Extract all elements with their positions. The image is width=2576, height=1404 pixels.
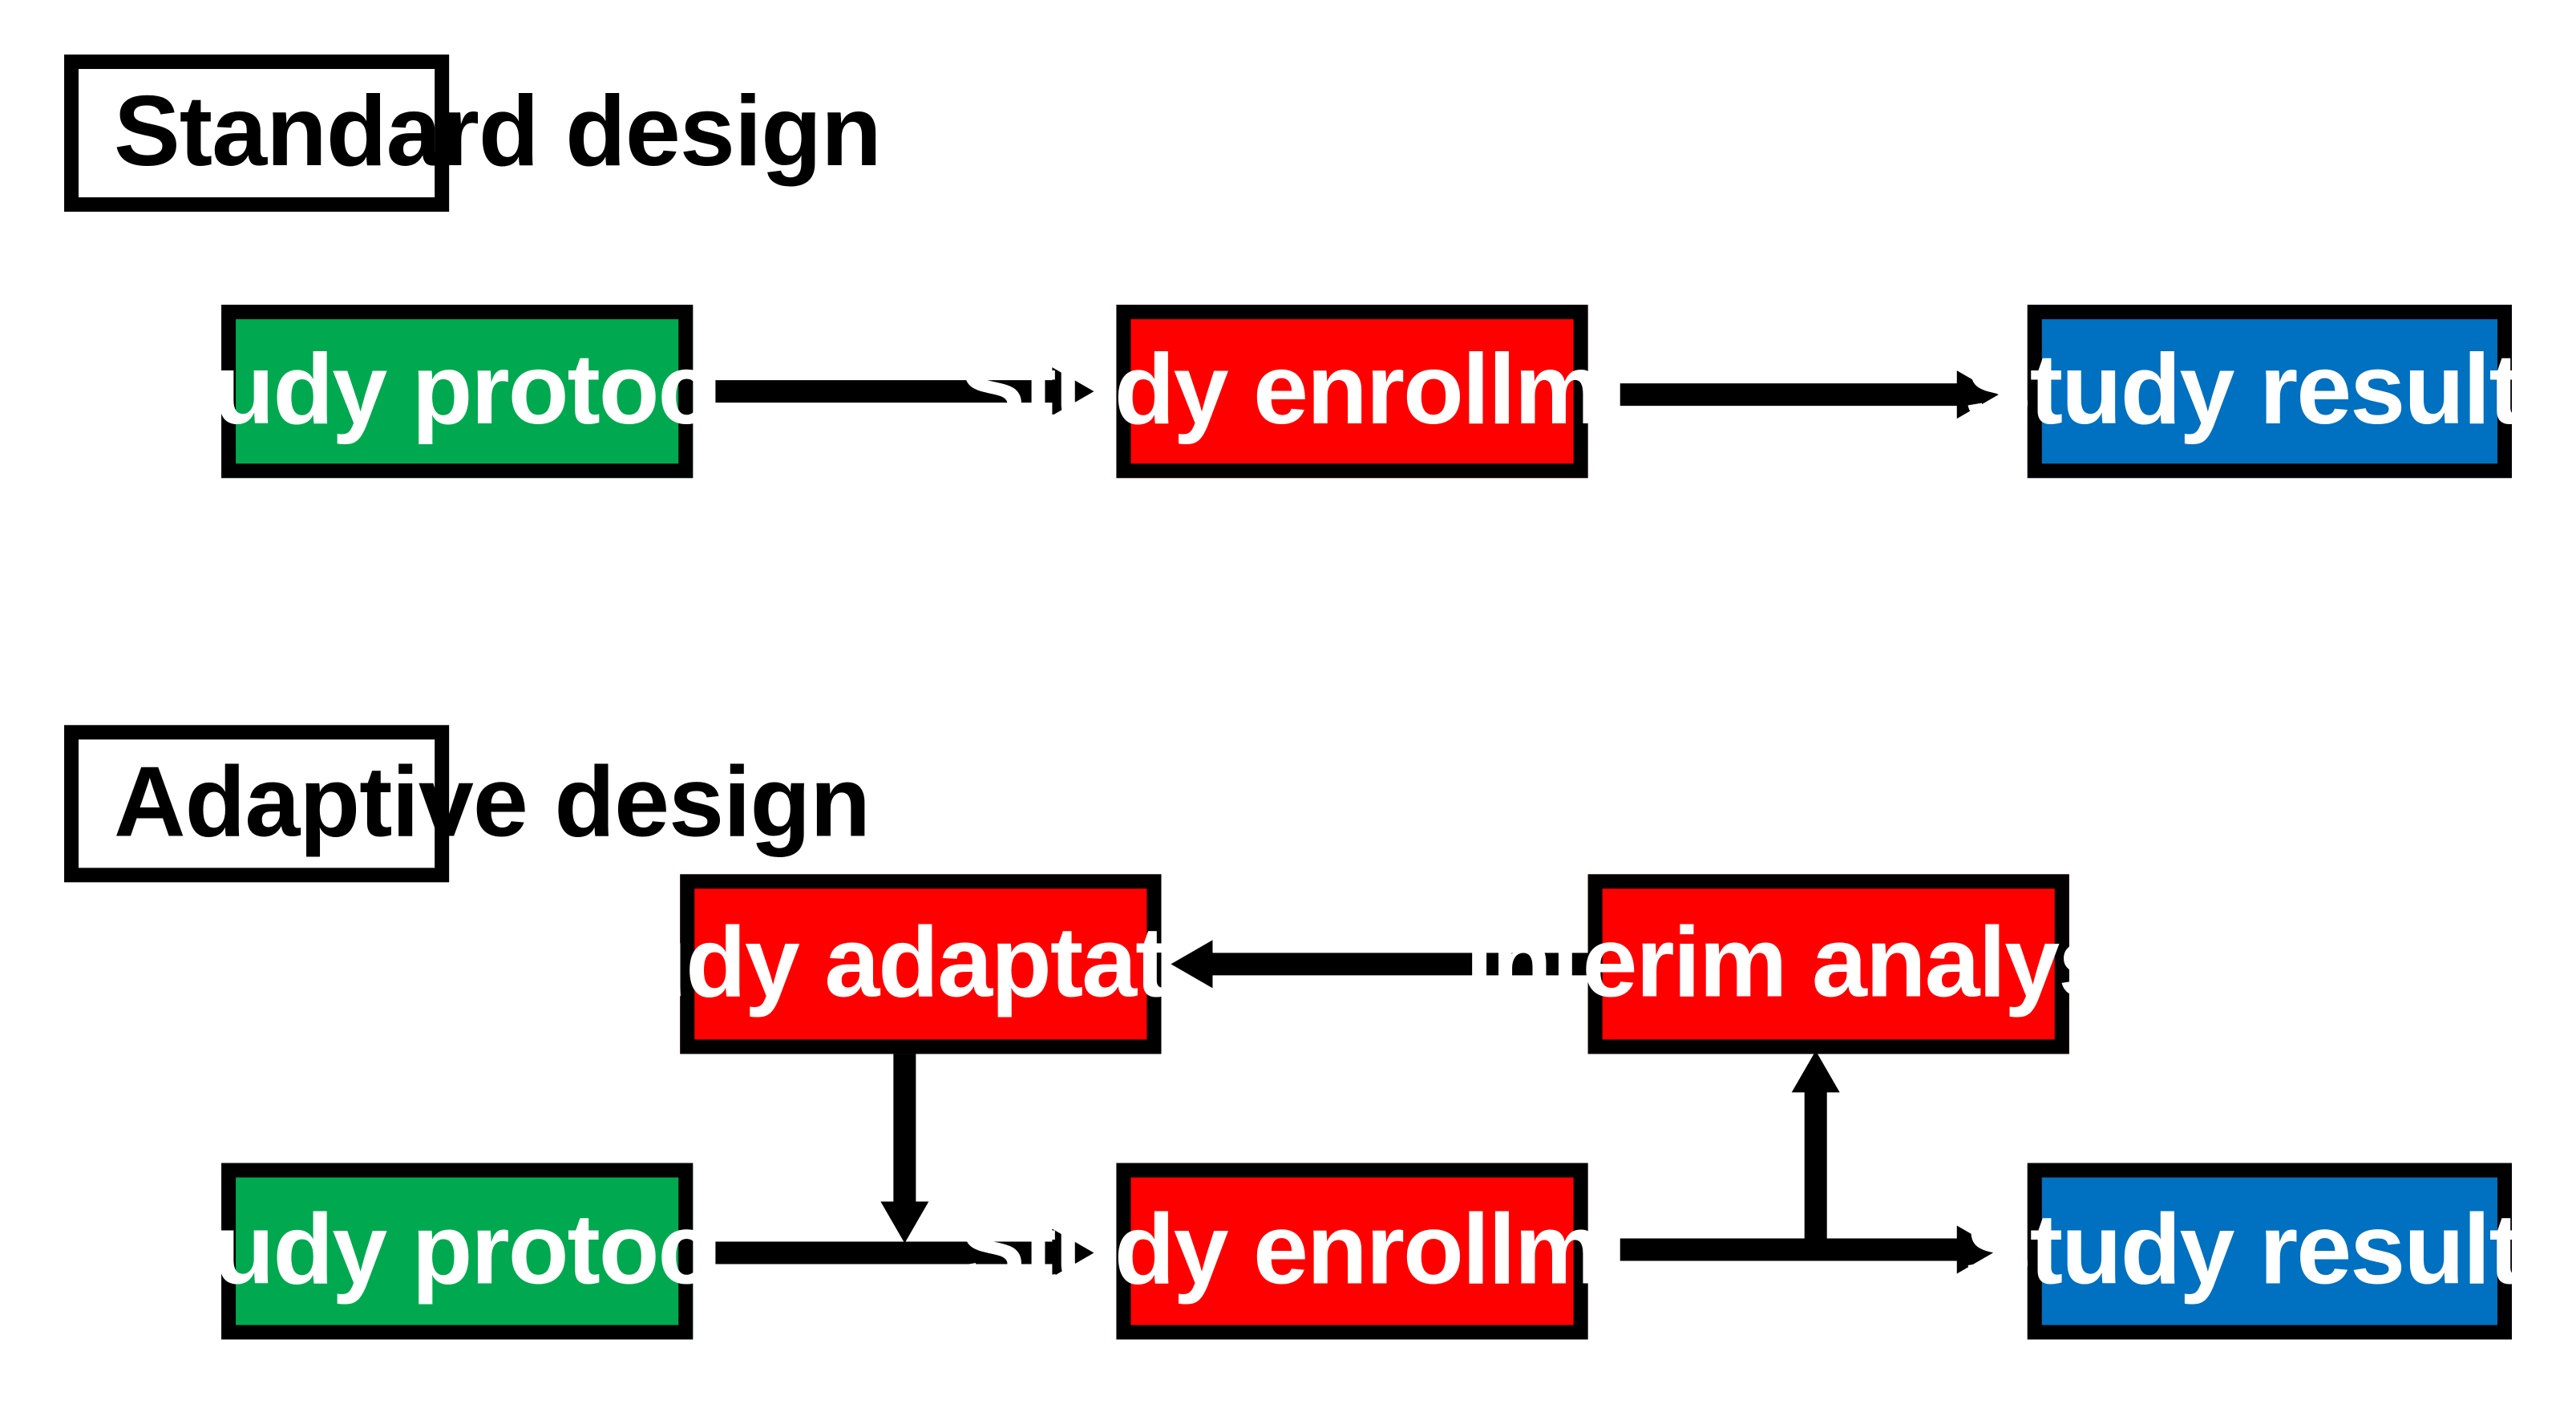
arrow-adaptive-adaptation-down (879, 1054, 930, 1244)
node-adaptive-interim-analysis-label: Interim analysis (1465, 908, 2194, 1019)
node-adaptive-study-results-label: Study results (1964, 1195, 2576, 1306)
node-standard-study-protocol[interactable]: Study protocol (118, 305, 799, 479)
node-standard-study-protocol-label: Study protocol (117, 335, 799, 447)
node-adaptive-study-protocol-label: Study protocol (117, 1195, 799, 1306)
section-label-standard-design-text: Standard design (114, 77, 882, 188)
arrow-adaptive-interim-to-adaptation (1171, 938, 1591, 989)
node-adaptive-interim-analysis[interactable]: Interim analysis (1466, 874, 2194, 1054)
arrow-adaptive-enrollment-to-results (1620, 1224, 1999, 1275)
node-adaptive-study-protocol[interactable]: Study protocol (118, 1163, 799, 1340)
section-label-standard-design: Standard design (64, 55, 882, 212)
arrow-standard-protocol-to-enrollment (715, 366, 1094, 417)
node-adaptive-study-adaptation[interactable]: Study adaptation (530, 874, 1312, 1054)
node-standard-study-enrollment[interactable]: Study enrollment (959, 305, 1747, 479)
node-adaptive-study-results[interactable]: Study results (1965, 1163, 2576, 1340)
arrow-adaptive-enrollment-up-to-interim (1790, 1050, 1842, 1247)
node-standard-study-results-label: Study results (1964, 335, 2576, 447)
section-label-adaptive-design-text: Adaptive design (114, 747, 871, 859)
node-adaptive-study-enrollment[interactable]: Study enrollment (959, 1163, 1747, 1340)
arrow-standard-enrollment-to-results (1620, 369, 1999, 420)
node-standard-study-enrollment-label: Study enrollment (958, 335, 1747, 447)
node-standard-study-results[interactable]: Study results (1965, 305, 2576, 479)
arrow-adaptive-protocol-to-enrollment (715, 1227, 1094, 1278)
section-label-adaptive-design: Adaptive design (64, 725, 871, 883)
node-adaptive-study-enrollment-label: Study enrollment (958, 1195, 1747, 1306)
